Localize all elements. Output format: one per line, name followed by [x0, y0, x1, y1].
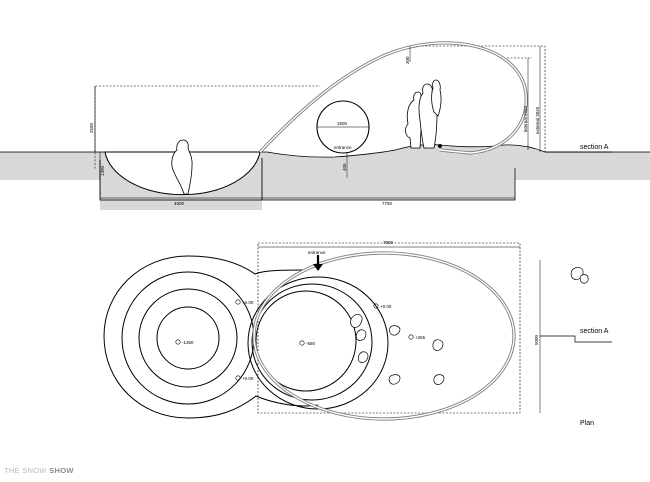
- plan-extent-dashed: [257, 242, 521, 414]
- level-markers: [175, 299, 414, 381]
- level-marker-icon: [175, 339, 181, 345]
- shell-outer: [258, 41, 528, 155]
- level-ring-center: -650: [306, 341, 316, 346]
- plan-person: [350, 314, 363, 328]
- level-ring-right: +255: [415, 335, 426, 340]
- plan-shell-inner: [253, 252, 515, 420]
- plan-person: [433, 374, 445, 385]
- shell-inner: [259, 42, 527, 154]
- bowl-ring-3: [138, 288, 238, 388]
- level-bowl-upper: +0.00: [242, 300, 254, 305]
- bowl-ring-4: [121, 271, 255, 405]
- plan-view: [103, 242, 612, 421]
- entrance-label-plan: entrance: [308, 250, 326, 255]
- bowl-ring-2: [156, 306, 220, 370]
- plan-person: [388, 374, 401, 385]
- level-marker-icon: [373, 303, 379, 309]
- person-figures-shell: [405, 79, 442, 149]
- footer-brand-name: SHOW: [49, 466, 74, 475]
- footer-brand: THE SNOW SHOW: [4, 466, 74, 475]
- entrance-arrow-icon: [313, 255, 323, 271]
- plan-person: [389, 325, 401, 336]
- step-ring-3: [251, 283, 373, 401]
- top-small-label: 300: [405, 56, 410, 64]
- step-ring-2: [255, 290, 357, 392]
- mound-marker: [438, 144, 442, 148]
- footer-prefix: THE SNOW: [4, 466, 50, 475]
- section-view: [0, 41, 650, 210]
- plan-person: [579, 274, 589, 284]
- plan-height-label: 5000: [534, 334, 539, 345]
- external-height-label: external 3045: [535, 106, 540, 134]
- bowl-width-label: 4500: [174, 201, 185, 206]
- plan-outer-outline: [103, 255, 319, 419]
- frame-dashed-right: [415, 45, 546, 152]
- level-bowl-center: -1350: [182, 340, 194, 345]
- level-ring-upper: +0.00: [380, 304, 392, 309]
- plan-person: [432, 339, 444, 351]
- circle-diameter-label: 1500: [337, 121, 348, 126]
- plan-people: [350, 267, 589, 385]
- plan-person: [357, 351, 369, 363]
- left-height-label: 2550: [89, 122, 94, 133]
- left-depth-label: 1300: [100, 165, 105, 176]
- level-marker-icon: [408, 334, 414, 340]
- plan-shell-outer: [252, 251, 516, 421]
- person-figure-bowl: [171, 139, 193, 195]
- plan-section-a-line: [540, 335, 612, 343]
- right-width-label: 7750: [382, 201, 393, 206]
- level-bowl-lower: +0.00: [242, 376, 254, 381]
- section-a-plan-label: section A: [580, 328, 609, 335]
- plan-width-label: 7900: [383, 240, 394, 245]
- level-marker-icon: [235, 299, 241, 305]
- plan-person: [355, 329, 367, 341]
- level-marker-icon: [299, 340, 305, 346]
- internal-height-label: internal 2950: [523, 105, 528, 132]
- level-marker-icon: [235, 375, 241, 381]
- mound-label: 400: [342, 163, 347, 171]
- entrance-label-section: entrance: [334, 145, 352, 150]
- plan-label: Plan: [580, 420, 594, 427]
- section-a-label: section A: [580, 144, 609, 151]
